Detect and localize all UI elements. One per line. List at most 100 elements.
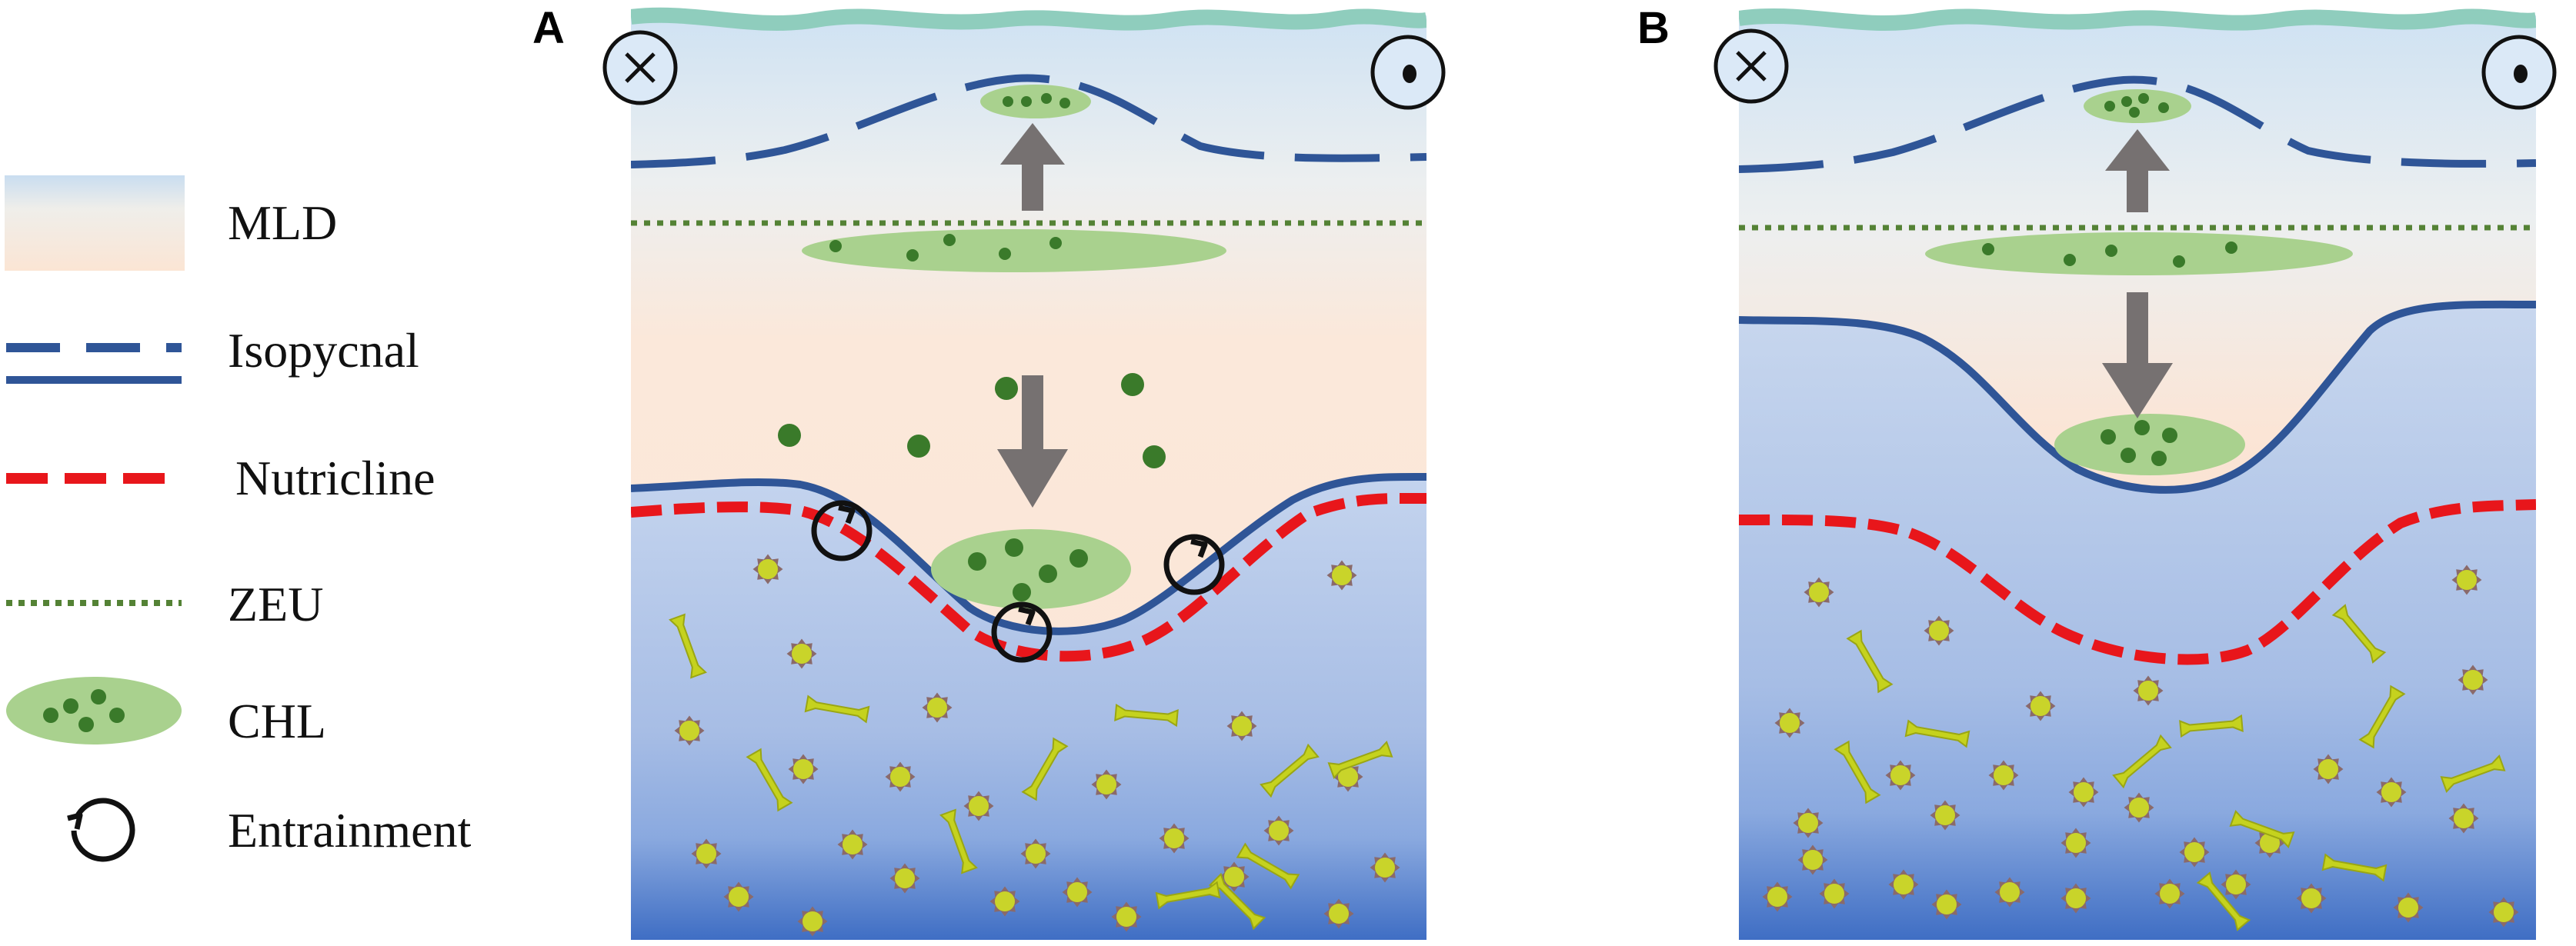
legend-label-nutricline: Nutricline [235, 451, 435, 505]
legend-label-isopycnal: Isopycnal [228, 323, 419, 378]
chl-patch-top-b [2084, 89, 2191, 123]
isopycnal-solid-a [631, 472, 1426, 635]
spiky-cell-icon [723, 881, 754, 912]
isopycnal-solid-b [1739, 300, 2536, 494]
diatom-rod-icon [1846, 629, 1894, 694]
spiky-cell-icon [1219, 861, 1250, 892]
diatom-rod-icon [2229, 810, 2295, 848]
spiky-cell-icon [1226, 711, 1257, 741]
spiky-cell-icon [797, 906, 828, 937]
spiky-cell-icon [2068, 777, 2099, 808]
spiky-cell-icon [1091, 769, 1122, 800]
isopycnal-dashed-a [631, 74, 1426, 168]
entrainment-arrow-icon [67, 798, 135, 862]
diatom-rod-icon [1904, 719, 1970, 748]
arrow-up-b [2105, 129, 2170, 212]
chl-patch-bottom-a [931, 529, 1131, 609]
spiky-cell-icon [963, 791, 994, 821]
spiky-cell-icon [1370, 852, 1400, 883]
spiky-cell-icon [2154, 878, 2185, 909]
legend-icons [5, 175, 185, 862]
spiky-cell-icon [2179, 837, 2210, 868]
out-of-page-symbol-a [1370, 35, 1446, 110]
deep-water-a [631, 476, 1426, 940]
nutricline-b [1739, 499, 2536, 665]
into-page-symbol-b [1713, 28, 1789, 104]
legend-label-zeu: ZEU [228, 577, 324, 631]
spiky-cell-icon [1797, 844, 1828, 875]
chl-patch-bottom-b [2054, 414, 2245, 475]
spiky-cell-icon [1020, 838, 1051, 869]
diatom-rod-icon [2196, 871, 2251, 931]
arrow-up-a [1000, 123, 1065, 211]
spiky-cell-icon [1988, 760, 2019, 791]
spiky-cell-icon [674, 715, 705, 746]
spiky-cell-icon [788, 754, 819, 784]
diatom-rod-icon [1236, 842, 1300, 890]
spiky-cell-icon [1774, 708, 1805, 738]
diatom-rod-icon [2321, 853, 2387, 882]
mld-swatch-icon [5, 175, 185, 271]
chl-patch-mid-a [802, 229, 1226, 272]
spiky-cell-icon [1263, 815, 1294, 846]
spiky-cell-icon [2296, 883, 2327, 914]
diatom-rod-icon [939, 808, 978, 874]
spiky-cell-icon [837, 829, 868, 860]
spiky-cell-icon [1447, 678, 1477, 708]
arrow-down-a [997, 375, 1068, 508]
spiky-cell-icon [2376, 777, 2407, 808]
spiky-cell-icon [2060, 828, 2091, 858]
out-of-page-symbol-b [2481, 35, 2557, 110]
diatom-rod-icon [1834, 740, 1881, 804]
nutricline-a [631, 492, 1426, 662]
spiky-cell-icon [2025, 691, 2056, 721]
phytoplankton-b [1762, 565, 2519, 931]
deep-water-b [1739, 304, 2536, 940]
spiky-cell-icon [1888, 869, 1919, 900]
spiky-cell-icon [2488, 897, 2519, 928]
spiky-cell-icon [1994, 877, 2025, 908]
diatom-rod-icon [2331, 604, 2387, 664]
spiky-cell-icon [1819, 878, 1850, 909]
spiky-cell-icon [691, 838, 722, 869]
diatom-rod-icon [2112, 734, 2172, 789]
chl-patch-top-a [980, 85, 1091, 118]
spiky-cell-icon [2313, 754, 2344, 784]
spiky-cell-icon [2133, 675, 2164, 706]
spiky-cell-icon [2451, 565, 2482, 595]
panel-a [602, 7, 1477, 940]
diatom-rod-icon [1327, 741, 1393, 779]
entrainment-markers-a [811, 500, 1225, 663]
spiky-cell-icon [889, 863, 920, 894]
spiky-cell-icon [2458, 665, 2488, 695]
legend-label-mld: MLD [228, 195, 338, 250]
spiky-cell-icon [885, 761, 916, 792]
phytoplankton-a [669, 554, 1477, 937]
spiky-cell-icon [2448, 803, 2479, 834]
surface-wave-b [1739, 8, 2536, 31]
spiky-cell-icon [786, 638, 817, 669]
spiky-cell-icon [1931, 889, 1962, 920]
diatom-rod-icon [2440, 754, 2506, 793]
panel-label-b: B [1637, 3, 1670, 53]
spiky-cell-icon [1323, 898, 1354, 929]
isopycnal-line-icon [6, 343, 182, 384]
spiky-cell-icon [1804, 577, 1834, 608]
diatom-rod-icon [1114, 703, 1179, 728]
diatom-rod-icon [669, 613, 707, 679]
spiky-cell-icon [1885, 760, 1916, 791]
panel-label-a: A [532, 3, 565, 53]
spiky-cell-icon [1930, 800, 1960, 831]
spiky-cell-icon [752, 554, 783, 585]
chl-ellipse-icon [6, 677, 182, 744]
panel-b [1713, 8, 2557, 940]
isopycnal-dashed-b [1739, 75, 2536, 173]
diatom-rod-icon [746, 748, 793, 812]
spiky-cell-icon [1159, 823, 1190, 854]
spiky-cell-icon [2124, 792, 2154, 823]
spiky-cell-icon [1111, 901, 1142, 932]
chl-patch-mid-b [1925, 232, 2353, 275]
spiky-cell-icon [1062, 877, 1093, 908]
diatom-rod-icon [2358, 685, 2406, 749]
